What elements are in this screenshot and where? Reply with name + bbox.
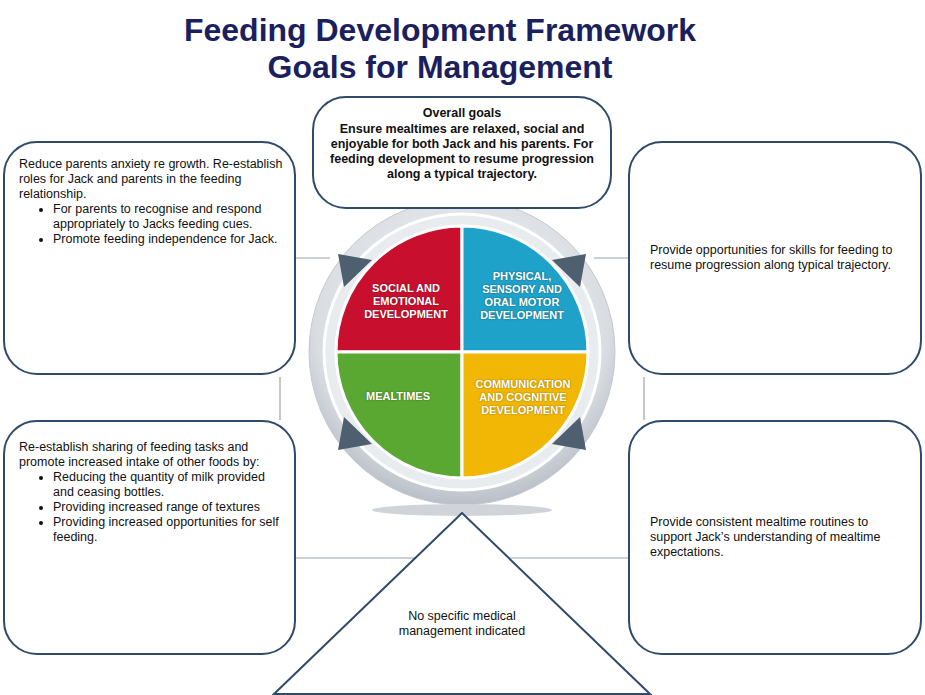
box-content: Provide opportunities for skills for fee…	[650, 243, 904, 273]
triangle-text: No specific medical management indicated	[372, 609, 552, 639]
piece-fill	[462, 226, 588, 352]
puzzle-piece: MEALTIMES	[336, 352, 462, 478]
goal-box: Re-establish sharing of feeding tasks an…	[3, 420, 296, 655]
inner-ring	[324, 214, 600, 490]
piece-label: PHYSICAL, SENSORY AND ORAL MOTOR DEVELOP…	[470, 270, 574, 322]
box-intro: Reduce parents anxiety re growth. Re-est…	[19, 157, 284, 202]
bullet-item: Reducing the quantity of milk provided a…	[53, 470, 284, 500]
box-content: Provide consistent mealtime routines to …	[650, 515, 904, 560]
bullet-item: Providing increased opportunities for se…	[53, 515, 284, 545]
goal-box: Provide opportunities for skills for fee…	[628, 141, 922, 375]
diagram-title: Feeding Development Framework Goals for …	[165, 12, 715, 86]
goal-box: Provide consistent mealtime routines to …	[628, 420, 922, 655]
puzzle-piece: COMMUNICATION AND COGNITIVE DEVELOPMENT	[462, 352, 588, 478]
piece-fill	[336, 226, 462, 352]
box-text: Provide consistent mealtime routines to …	[650, 515, 904, 560]
box-content: Reduce parents anxiety re growth. Re-est…	[19, 157, 284, 247]
piece-shape	[336, 352, 462, 478]
goal-box: Overall goalsEnsure mealtimes are relaxe…	[312, 96, 612, 209]
piece-fill	[336, 352, 462, 478]
outer-ring	[309, 199, 615, 505]
box-content: Overall goalsEnsure mealtimes are relaxe…	[326, 106, 598, 182]
triangle-shape	[272, 512, 652, 695]
bullet-list: Reducing the quantity of milk provided a…	[19, 470, 284, 545]
bullet-list: For parents to recognise and respond app…	[19, 202, 284, 247]
piece-label: MEALTIMES	[346, 390, 450, 403]
box-heading: Overall goals	[326, 106, 598, 121]
piece-fill	[462, 352, 588, 478]
box-body: Ensure mealtimes are relaxed, social and…	[326, 122, 598, 182]
bullet-item: For parents to recognise and respond app…	[53, 202, 284, 232]
triangle-node: No specific medical management indicated	[272, 512, 652, 695]
goal-box: Reduce parents anxiety re growth. Re-est…	[3, 141, 296, 375]
puzzle-piece: SOCIAL AND EMOTIONAL DEVELOPMENT	[336, 226, 462, 352]
bullet-item: Providing increased range of textures	[53, 500, 284, 515]
box-intro: Re-establish sharing of feeding tasks an…	[19, 440, 284, 470]
piece-label: SOCIAL AND EMOTIONAL DEVELOPMENT	[358, 282, 454, 321]
bullet-item: Promote feeding independence for Jack.	[53, 232, 284, 247]
box-text: Provide opportunities for skills for fee…	[650, 243, 904, 273]
puzzle-piece: PHYSICAL, SENSORY AND ORAL MOTOR DEVELOP…	[462, 226, 588, 352]
piece-label: COMMUNICATION AND COGNITIVE DEVELOPMENT	[466, 378, 580, 417]
triangle-outline	[274, 513, 650, 694]
box-content: Re-establish sharing of feeding tasks an…	[19, 440, 284, 545]
